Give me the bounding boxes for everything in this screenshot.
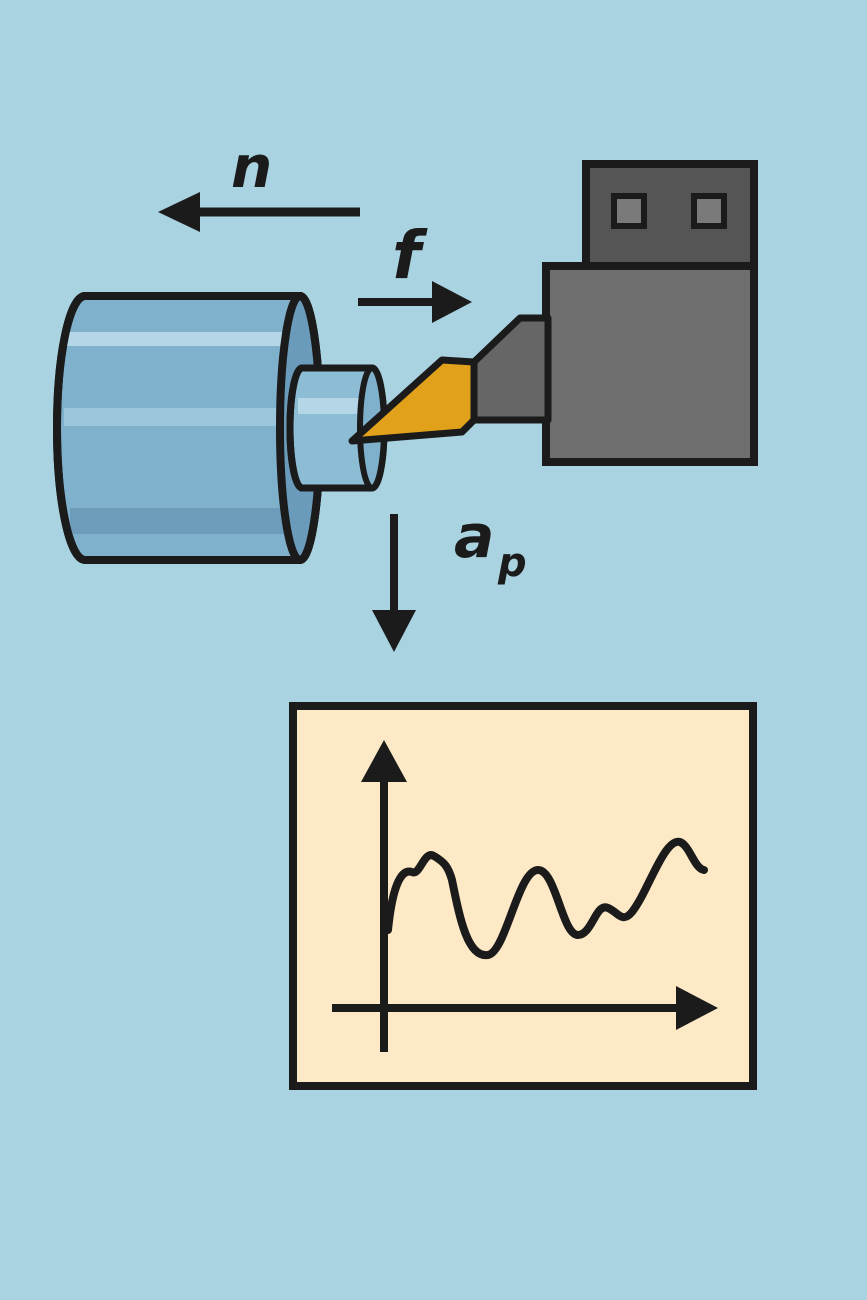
workpiece-shoulder-highlight <box>298 398 368 414</box>
chart-y-axis-arrowhead <box>361 740 407 782</box>
cutting-insert <box>348 356 478 445</box>
depth-of-cut-subscript: p <box>497 540 527 586</box>
workpiece-highlight-2 <box>64 408 290 426</box>
tool-block-window-left <box>611 193 647 229</box>
arrow-left-head <box>158 192 200 232</box>
spindle-speed-arrow <box>158 192 360 232</box>
workpiece-shadow-band <box>70 508 288 534</box>
workpiece <box>53 292 388 564</box>
feed-arrow <box>358 281 472 323</box>
chart-x-axis-arrowhead <box>676 986 718 1030</box>
spindle-speed-label: n <box>231 133 272 201</box>
tool-block-window-right <box>691 193 727 229</box>
arrow-right-head <box>432 281 472 323</box>
tool-block-body <box>542 262 758 466</box>
depth-of-cut-arrow <box>372 514 416 652</box>
arrow-down-head <box>372 610 416 652</box>
signal-chart-panel <box>289 702 757 1090</box>
chart-frame <box>289 702 757 1090</box>
depth-of-cut-label: a <box>454 502 495 572</box>
signal-curve <box>384 838 708 960</box>
workpiece-highlight <box>66 332 288 346</box>
